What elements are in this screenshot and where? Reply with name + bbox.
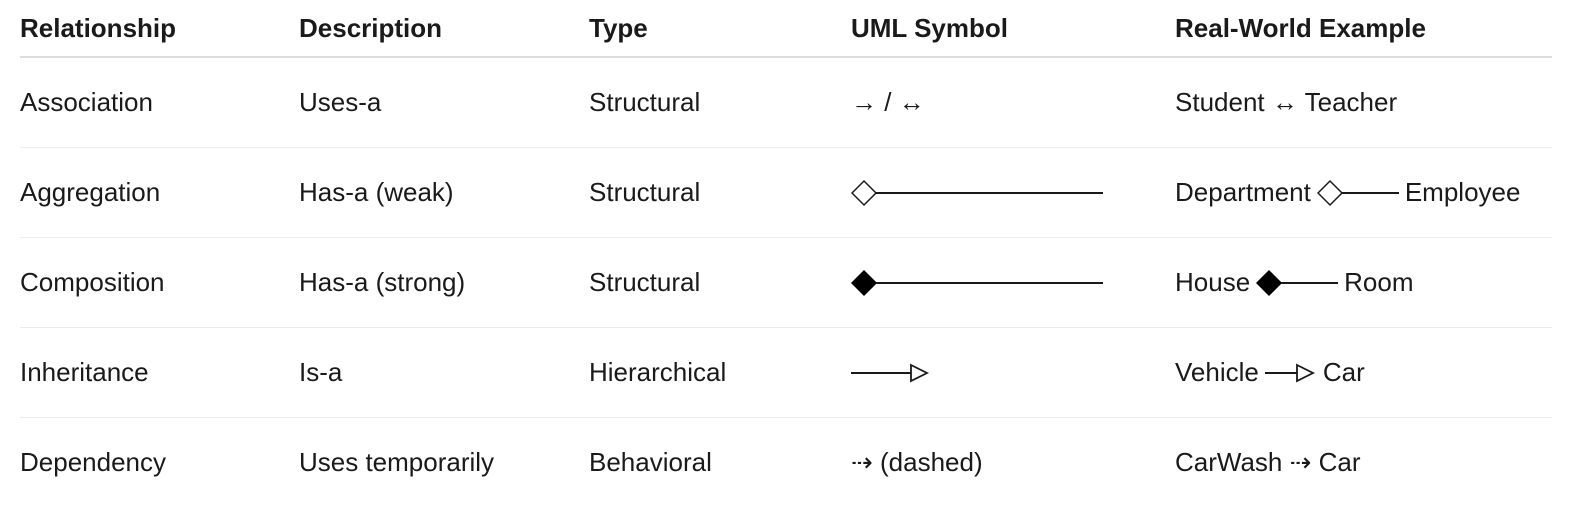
example-right: Employee: [1404, 177, 1521, 207]
cell-uml-symbol: [851, 178, 1175, 208]
cell-description: Has-a (strong): [299, 267, 466, 297]
cell-type: Structural: [589, 87, 701, 117]
table-row-association: Association Uses-a Structural → / ↔ Stud…: [20, 58, 1552, 148]
cell-relationship: Inheritance: [20, 357, 149, 387]
header-type: Type: [589, 12, 648, 43]
line-hollow-triangle-icon: [1264, 363, 1315, 382]
cell-example: Student ↔ Teacher: [1175, 87, 1398, 117]
table-row-aggregation: Aggregation Has-a (weak) Structural Depa…: [20, 148, 1552, 238]
cell-relationship: Composition: [20, 267, 165, 297]
cell-example: Department Employee: [1175, 177, 1552, 208]
cell-description: Uses temporarily: [299, 447, 495, 477]
cell-type: Structural: [589, 267, 701, 297]
header-uml-symbol: UML Symbol: [851, 12, 1008, 43]
hollow-diamond-line-icon: [851, 179, 1103, 206]
table-row-composition: Composition Has-a (strong) Structural Ho…: [20, 238, 1552, 328]
cell-example: CarWash ⇢ Car: [1175, 447, 1361, 477]
example-left: House: [1175, 267, 1251, 297]
cell-relationship: Dependency: [20, 447, 166, 477]
line-hollow-triangle-icon: [851, 363, 930, 382]
cell-uml-symbol: → / ↔: [851, 87, 925, 117]
cell-uml-symbol: [851, 268, 1175, 298]
cell-example: House Room: [1175, 267, 1552, 298]
cell-type: Hierarchical: [589, 357, 727, 387]
cell-uml-symbol: [851, 361, 1175, 385]
cell-type: Structural: [589, 177, 701, 207]
cell-relationship: Association: [20, 87, 153, 117]
table-row-inheritance: Inheritance Is-a Hierarchical Vehicle Ca…: [20, 328, 1552, 418]
relationships-table: Relationship Description Type UML Symbol…: [20, 0, 1552, 507]
example-left: Department: [1175, 177, 1311, 207]
header-example: Real-World Example: [1175, 12, 1426, 43]
table-row-dependency: Dependency Uses temporarily Behavioral ⇢…: [20, 418, 1552, 507]
header-relationship: Relationship: [20, 12, 177, 43]
cell-description: Is-a: [299, 357, 343, 387]
filled-diamond-line-icon: [1256, 269, 1339, 296]
hollow-diamond-line-icon: [1316, 179, 1399, 206]
cell-description: Uses-a: [299, 87, 382, 117]
cell-example: Vehicle Car: [1175, 357, 1552, 388]
filled-diamond-line-icon: [851, 269, 1103, 296]
example-right: Car: [1322, 357, 1365, 387]
header-description: Description: [299, 12, 443, 43]
cell-description: Has-a (weak): [299, 177, 454, 207]
table-header-row: Relationship Description Type UML Symbol…: [20, 0, 1552, 58]
cell-type: Behavioral: [589, 447, 712, 477]
cell-uml-symbol: ⇢ (dashed): [851, 447, 983, 477]
example-right: Room: [1344, 267, 1414, 297]
example-left: Vehicle: [1175, 357, 1259, 387]
cell-relationship: Aggregation: [20, 177, 161, 207]
